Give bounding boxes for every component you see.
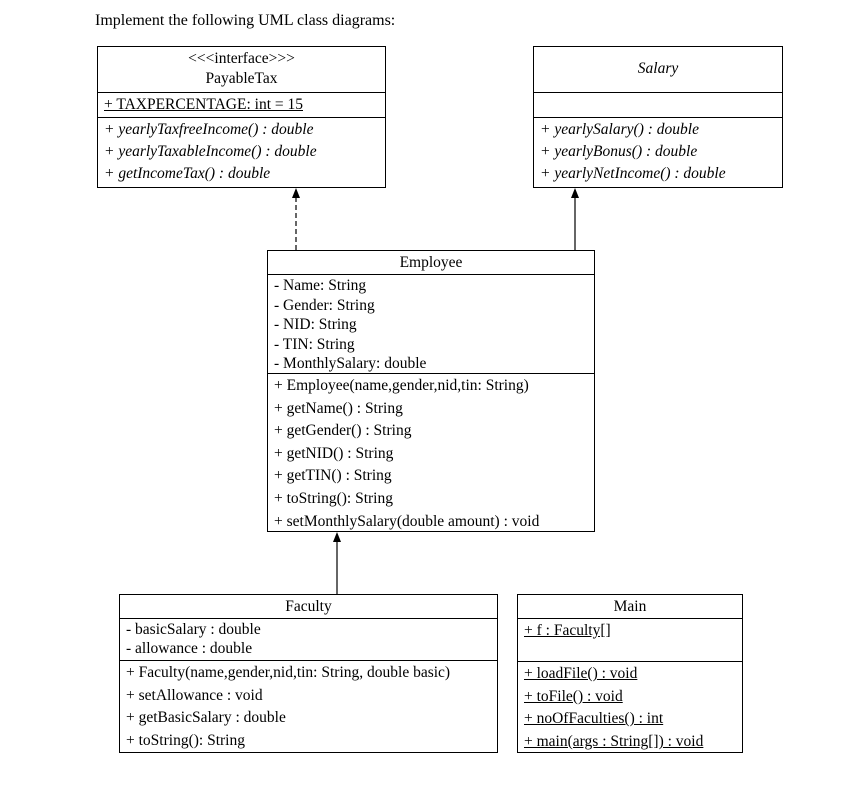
method: + main(args : String[]) : void (524, 732, 704, 750)
realization-arrowhead (292, 188, 300, 198)
method: + setMonthlySalary(double amount) : void (274, 512, 540, 530)
method: + getGender() : String (274, 422, 412, 440)
salary-inheritance-arrowhead (571, 188, 579, 198)
payabletax-attributes: + TAXPERCENTAGE: int = 15 (98, 92, 385, 117)
employee-name: Employee (399, 254, 463, 271)
method: + toString(): String (274, 489, 393, 507)
attribute: - basicSalary : double (126, 621, 261, 638)
method: + Employee(name,gender,nid,tin: String) (274, 377, 529, 394)
employee-class: Employee - Name: String - Gender: String… (267, 250, 595, 532)
main-name: Main (613, 598, 647, 615)
salary-methods: + yearlySalary() : double + yearlyBonus(… (534, 117, 782, 186)
method: + yearlyNetIncome() : double (540, 165, 726, 182)
main-attributes: + f : Faculty[] (518, 618, 742, 661)
method: + getName() : String (274, 399, 403, 417)
payabletax-stereotype: <<<interface>>> (188, 50, 295, 67)
method: + yearlyBonus() : double (540, 143, 698, 160)
page-heading: Implement the following UML class diagra… (95, 12, 396, 29)
method: + getNID() : String (274, 444, 394, 462)
method: + yearlySalary() : double (540, 121, 699, 138)
main-class: Main + f : Faculty[] + loadFile() : void… (517, 594, 743, 753)
faculty-attributes: - basicSalary : double - allowance : dou… (120, 618, 497, 660)
salary-class: Salary + yearlySalary() : double + yearl… (533, 46, 783, 188)
payabletax-class: <<<interface>>> PayableTax + TAXPERCENTA… (97, 46, 386, 188)
attribute: - MonthlySalary: double (274, 355, 427, 372)
method: + toString(): String (126, 731, 245, 749)
method: + noOfFaculties() : int (524, 710, 664, 728)
salary-attributes (534, 92, 782, 117)
faculty-class: Faculty - basicSalary : double - allowan… (119, 594, 498, 753)
method: + yearlyTaxableIncome() : double (104, 143, 317, 160)
salary-name: Salary (637, 60, 679, 77)
employee-methods: + Employee(name,gender,nid,tin: String) … (268, 373, 594, 534)
payabletax-header: <<<interface>>> PayableTax (98, 47, 385, 92)
method: + yearlyTaxfreeIncome() : double (104, 121, 314, 138)
attribute: - NID: String (274, 316, 357, 333)
attribute: - Name: String (274, 277, 367, 294)
main-methods: + loadFile() : void + toFile() : void + … (518, 661, 742, 754)
payabletax-attribute: + TAXPERCENTAGE: int = 15 (104, 96, 303, 113)
faculty-inheritance-arrowhead (333, 532, 341, 542)
employee-attributes: - Name: String - Gender: String - NID: S… (268, 274, 594, 373)
method: + getBasicSalary : double (126, 709, 286, 727)
attribute: + f : Faculty[] (524, 622, 611, 639)
attribute: - TIN: String (274, 335, 355, 353)
faculty-methods: + Faculty(name,gender,nid,tin: String, d… (120, 660, 497, 753)
attribute: - Gender: String (274, 296, 375, 314)
method: + toFile() : void (524, 687, 623, 705)
method: + loadFile() : void (524, 665, 638, 682)
attribute: - allowance : double (126, 640, 253, 657)
payabletax-methods: + yearlyTaxfreeIncome() : double + yearl… (98, 117, 385, 186)
method: + getTIN() : String (274, 467, 392, 485)
payabletax-name: PayableTax (205, 70, 278, 87)
faculty-name: Faculty (285, 598, 332, 615)
method: + setAllowance : void (126, 686, 263, 704)
method: + getIncomeTax() : double (104, 165, 271, 182)
method: + Faculty(name,gender,nid,tin: String, d… (126, 664, 451, 681)
